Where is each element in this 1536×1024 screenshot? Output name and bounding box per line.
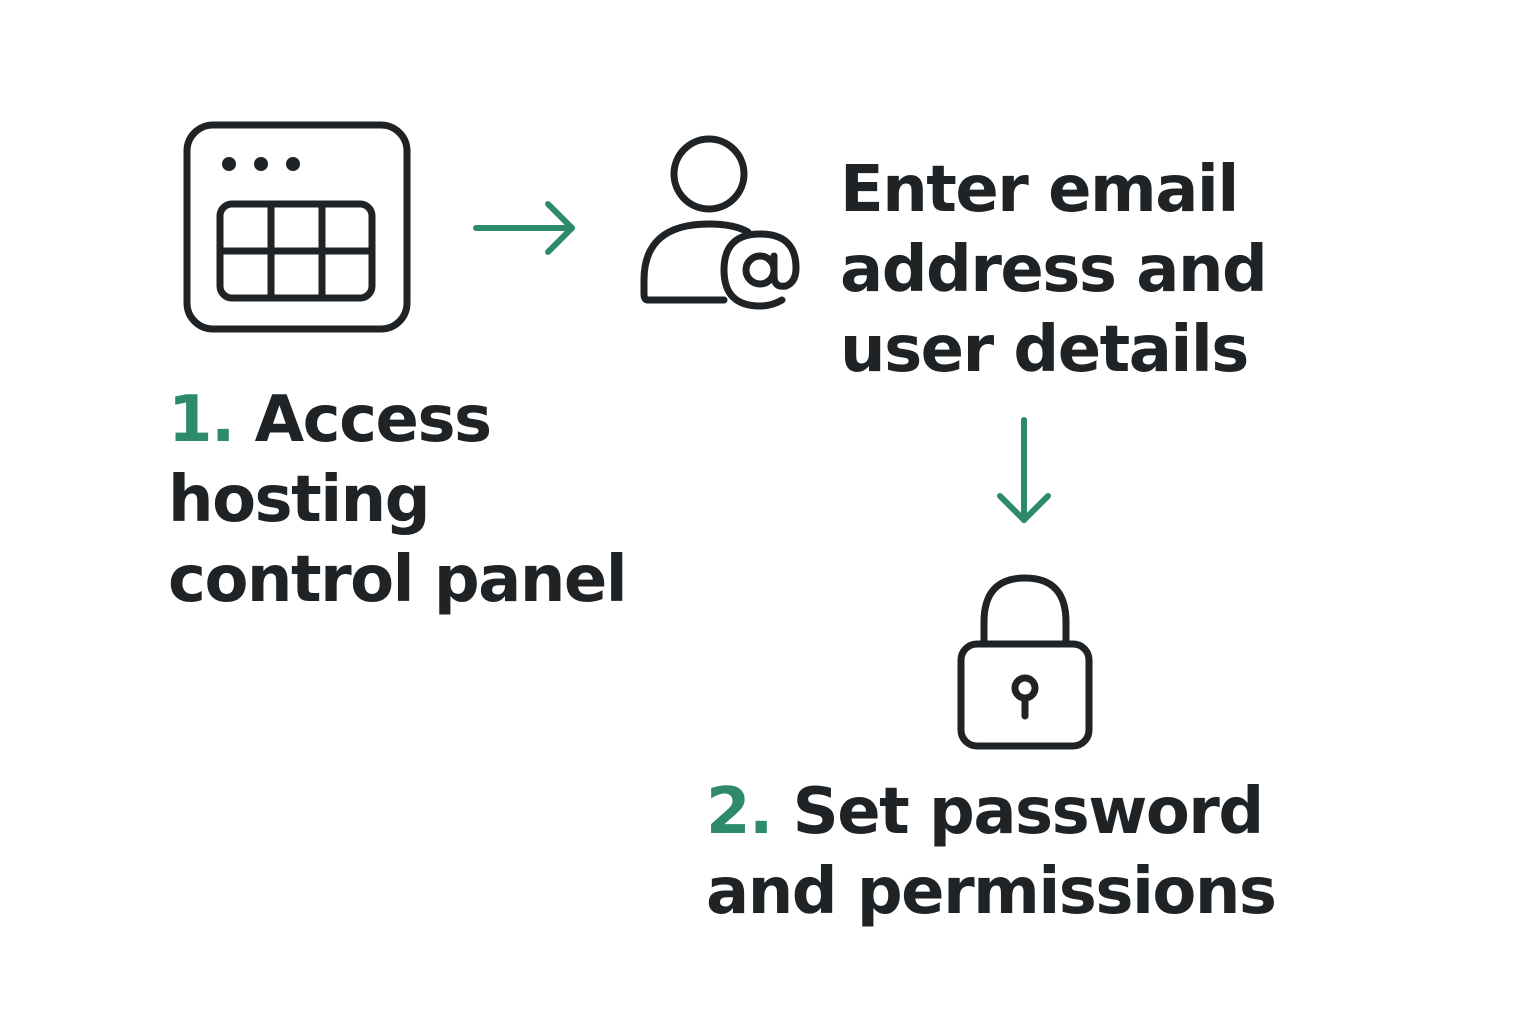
- user-email-icon: [640, 135, 800, 310]
- arrow-down-icon: [997, 417, 1051, 523]
- padlock-icon: [957, 574, 1093, 750]
- step-3-line-2: and permissions: [706, 855, 1277, 929]
- step-2-line-3: user details: [840, 313, 1249, 387]
- step-3-title-text: Set password: [792, 775, 1265, 849]
- step-2-line-1: Enter email: [840, 153, 1239, 227]
- step-3-line-1: 2. Set password: [706, 772, 1276, 852]
- step-2-label: Enter email address and user details: [840, 150, 1268, 390]
- step-1-line-3: control panel: [168, 543, 628, 617]
- step-3-number: 2.: [706, 775, 773, 849]
- arrow-right-icon: [473, 201, 575, 255]
- step-2-line-2: address and: [840, 233, 1268, 307]
- step-3-label: 2. Set password and permissions: [706, 772, 1277, 932]
- step-1-number: 1.: [168, 383, 235, 457]
- step-1-line-2: hosting: [168, 463, 431, 537]
- control-panel-window-icon: [183, 121, 411, 333]
- step-1-label: 1. Access hosting control panel: [168, 380, 628, 620]
- step-1-line-1: 1. Access: [168, 380, 626, 460]
- step-1-title-text: Access: [254, 383, 493, 457]
